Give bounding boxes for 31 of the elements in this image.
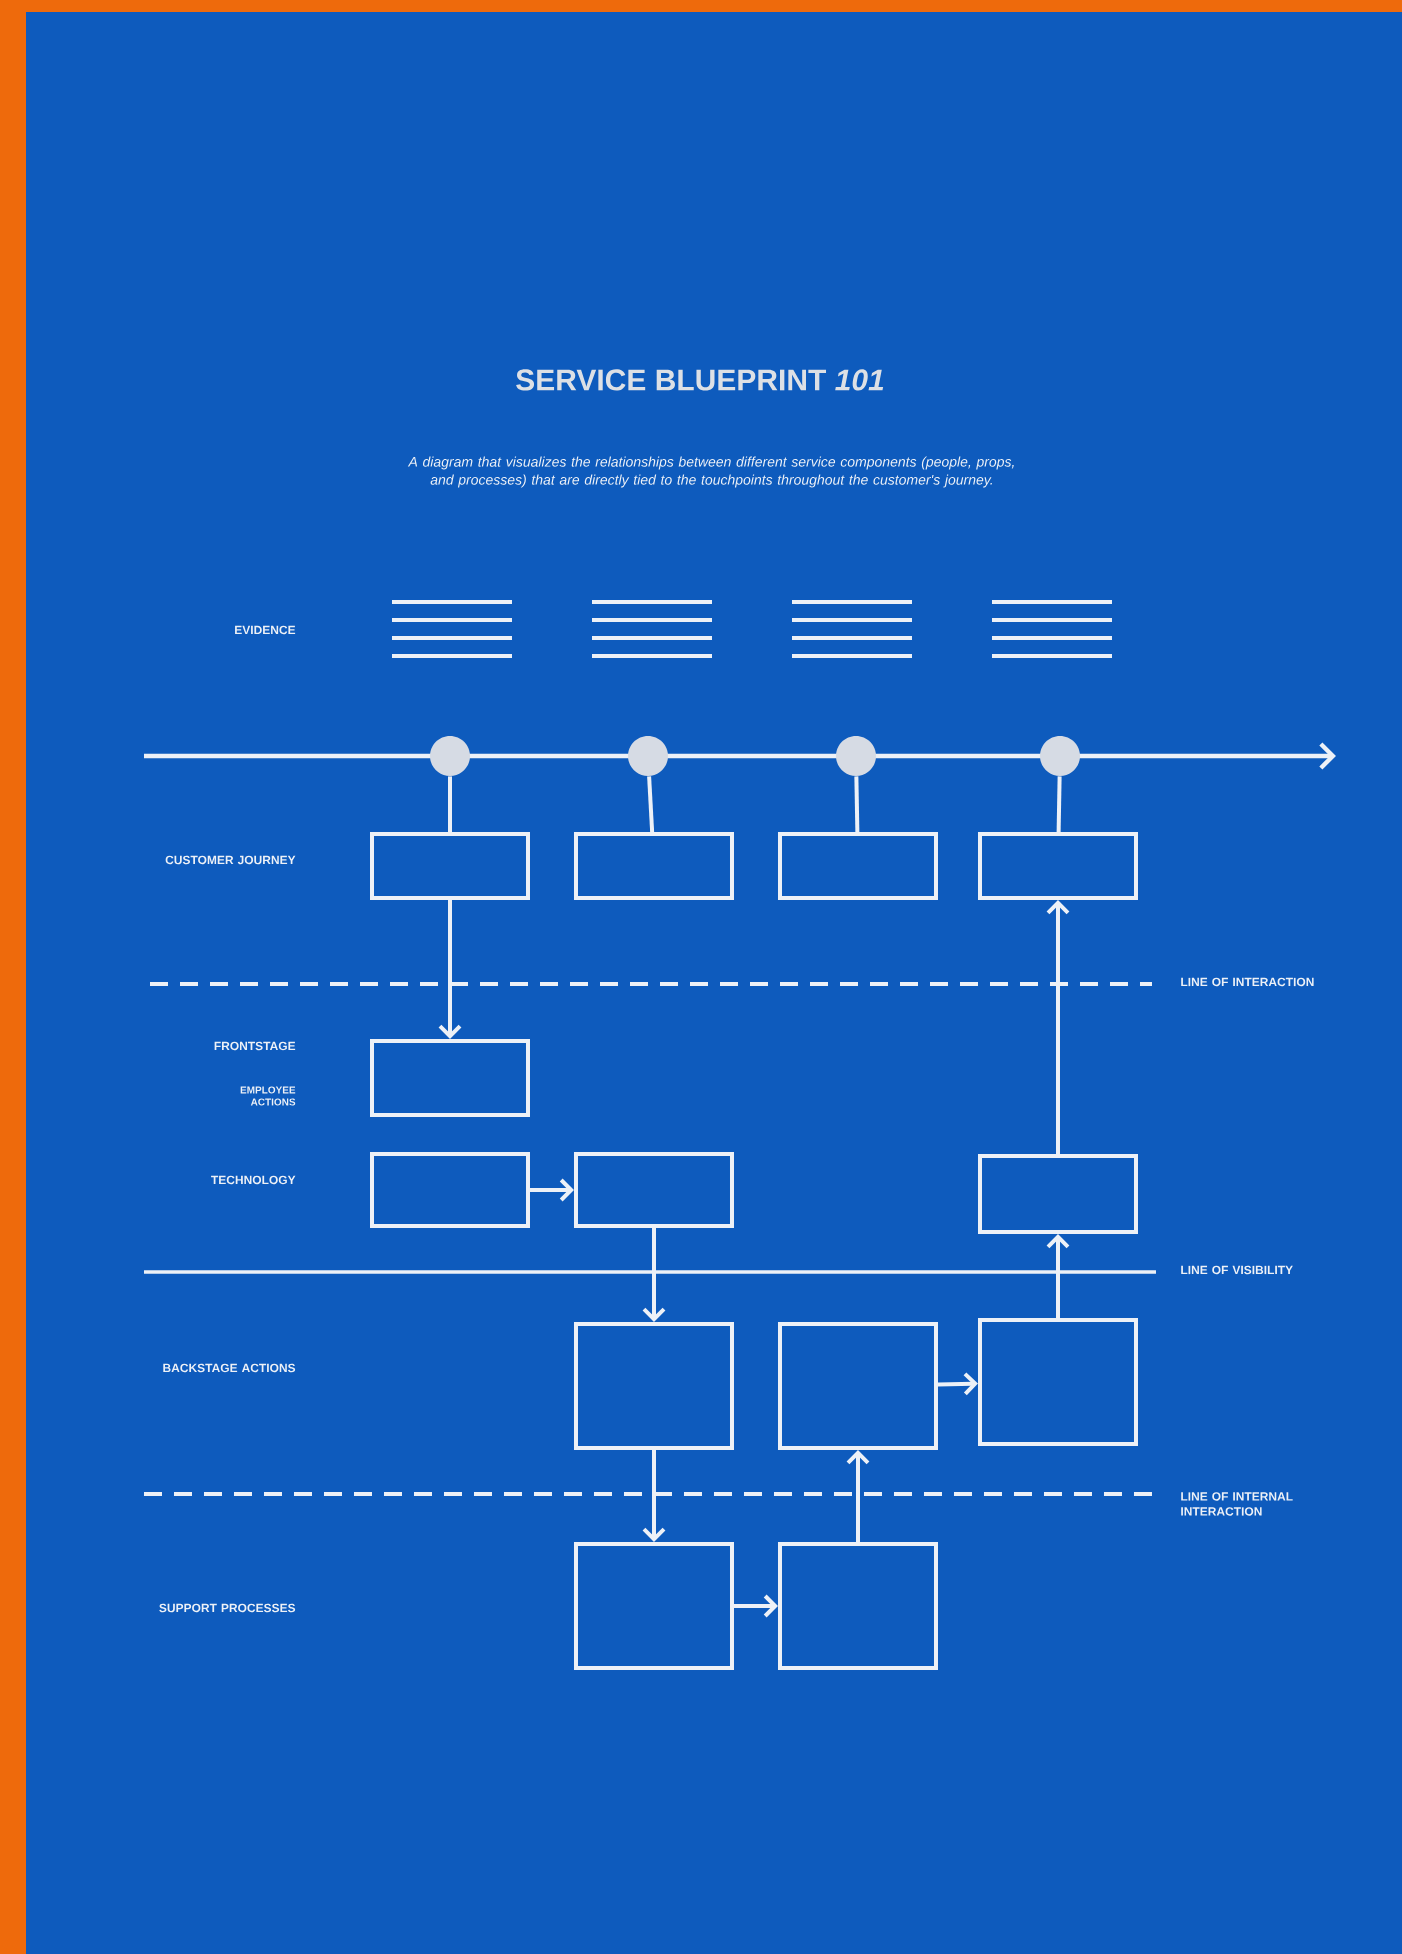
process-box — [574, 1322, 734, 1450]
connector-line — [1056, 776, 1062, 833]
arrow — [642, 1450, 666, 1542]
title: SERVICE BLUEPRINT 101 — [516, 369, 884, 391]
arrow — [1046, 900, 1070, 1154]
process-box — [978, 1154, 1138, 1234]
touchpoint-dot — [628, 736, 668, 776]
process-box — [778, 1322, 938, 1450]
arrow — [530, 1178, 574, 1202]
touchpoint-dot — [836, 736, 876, 776]
arrow — [846, 1450, 870, 1542]
process-box — [370, 1039, 530, 1117]
arrow — [642, 1228, 666, 1322]
process-box — [574, 832, 734, 900]
process-box — [778, 832, 938, 900]
arrow — [1046, 1233, 1070, 1318]
process-box — [574, 1542, 734, 1670]
connector-line — [448, 776, 452, 832]
connector-line — [854, 776, 860, 833]
touchpoint-dot — [1040, 736, 1080, 776]
process-box — [978, 832, 1138, 900]
arrow — [734, 1594, 778, 1618]
process-box — [574, 1152, 734, 1228]
arrow — [937, 1372, 978, 1396]
arrow — [438, 900, 462, 1039]
process-box — [978, 1318, 1138, 1446]
process-box — [778, 1542, 938, 1670]
connector-line — [647, 776, 655, 833]
process-box — [370, 832, 530, 900]
process-box — [370, 1152, 530, 1228]
touchpoint-dot — [430, 736, 470, 776]
